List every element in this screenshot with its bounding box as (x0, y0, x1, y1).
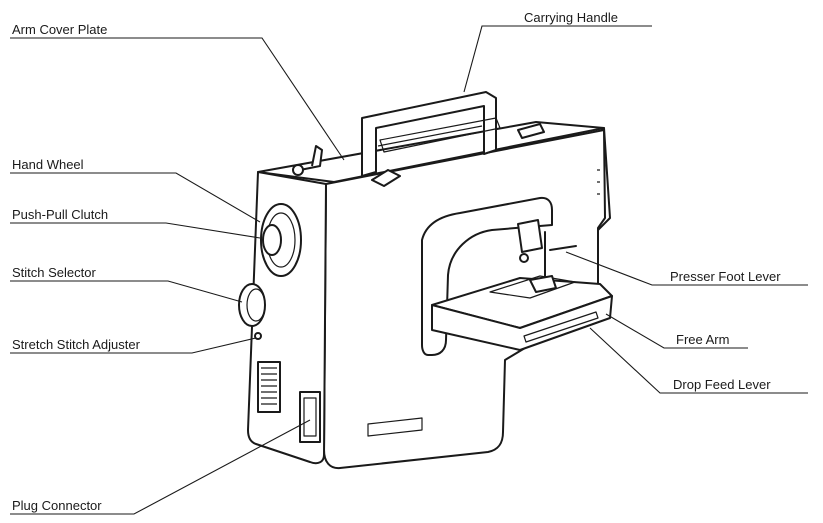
top-right-button (517, 123, 545, 139)
label-drop-feed-lever: Drop Feed Lever (673, 377, 771, 392)
labels: Arm Cover Plate Carrying Handle Hand Whe… (12, 10, 781, 513)
label-hand-wheel: Hand Wheel (12, 157, 84, 172)
leader-presser-foot-lever (565, 251, 808, 286)
stretch-stitch-adjuster-part (254, 332, 262, 340)
label-push-pull-clutch: Push-Pull Clutch (12, 207, 108, 222)
front-nameplate (367, 417, 423, 437)
leader-hand-wheel (10, 172, 261, 223)
plug-connector-part (299, 391, 321, 443)
arm-opening (421, 196, 553, 356)
leader-stitch-selector (10, 280, 243, 303)
label-stretch-stitch-adjuster: Stretch Stitch Adjuster (12, 337, 141, 352)
thread-guide (519, 253, 529, 263)
leader-stretch-stitch-adjuster (10, 337, 257, 354)
vent-slats (261, 367, 277, 405)
free-arm-front (431, 295, 613, 351)
drop-feed-slot (523, 311, 599, 343)
carrying-handle-part (361, 91, 497, 177)
leader-arm-cover-plate (10, 37, 345, 161)
label-arm-cover-plate: Arm Cover Plate (12, 22, 107, 37)
leader-carrying-handle (463, 25, 652, 93)
leader-drop-feed-lever (589, 327, 808, 394)
leader-free-arm (605, 313, 748, 349)
leader-lines (10, 25, 808, 515)
label-stitch-selector: Stitch Selector (12, 265, 96, 280)
leader-push-pull-clutch (10, 222, 261, 239)
label-carrying-handle: Carrying Handle (524, 10, 618, 25)
side-indicators (597, 169, 600, 195)
label-plug-connector: Plug Connector (12, 498, 102, 513)
spool-pin (292, 164, 304, 176)
label-presser-foot-lever: Presser Foot Lever (670, 269, 781, 284)
carrying-handle-inner (377, 125, 483, 147)
push-pull-clutch-part (262, 224, 282, 256)
presser-foot-lever-part (549, 245, 577, 251)
leader-plug-connector (10, 419, 311, 515)
arm-cover-plate-part (299, 145, 323, 171)
carrying-handle-base (379, 117, 501, 153)
presser-foot (529, 275, 557, 293)
needle-plate (489, 275, 576, 299)
top-knob (371, 169, 401, 187)
stitch-selector-ridges (246, 288, 266, 322)
needle-clamp (517, 219, 543, 253)
sewing-machine-illustration (238, 91, 613, 470)
plug-connector-socket (303, 397, 317, 437)
label-free-arm: Free Arm (676, 332, 729, 347)
